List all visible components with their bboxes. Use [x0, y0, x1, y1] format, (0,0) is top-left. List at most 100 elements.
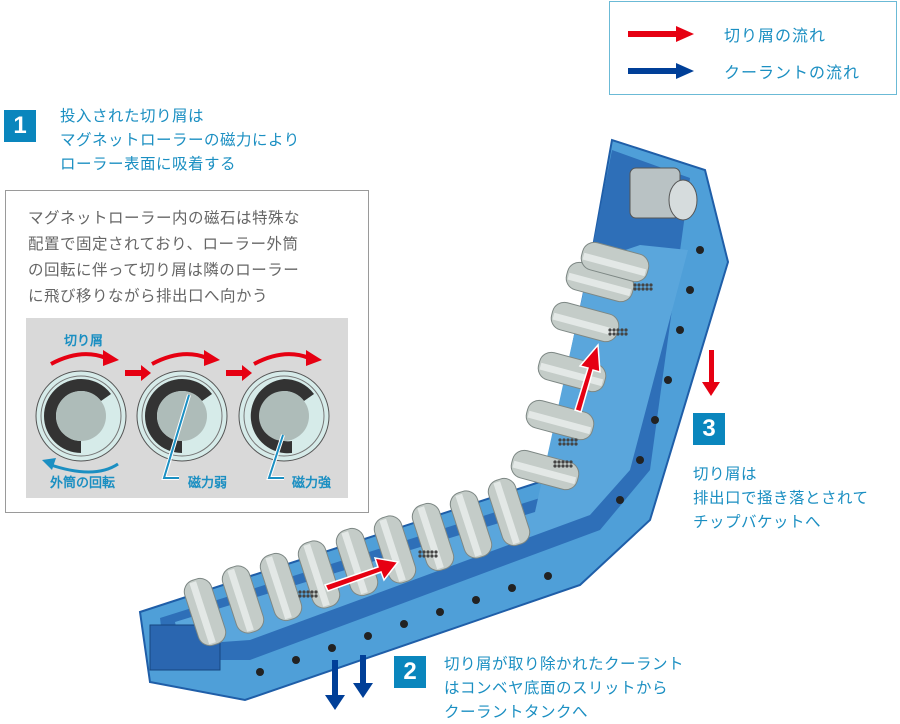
chip-particle	[314, 594, 318, 598]
chip-particle	[641, 283, 645, 287]
chip-particle	[645, 283, 649, 287]
magnet-roller	[183, 577, 227, 647]
chip-particle	[558, 442, 562, 446]
chip-particle	[298, 594, 302, 598]
chip-particle	[553, 464, 557, 468]
explanation-line: 配置で固定されており、ローラー外筒	[28, 235, 299, 253]
strong-pointer	[267, 434, 284, 479]
chip-particle	[649, 283, 653, 287]
legend-coolant-flow: クーラントの流れ	[628, 59, 860, 83]
chip-particle	[566, 438, 570, 442]
chip-particle	[558, 438, 562, 442]
bolt	[616, 496, 624, 504]
chip-arc-arrowhead	[204, 350, 220, 366]
legend-chip-flow-label: 切り屑の流れ	[724, 26, 827, 45]
step-1-line: 投入された切り屑は	[60, 107, 205, 125]
bolt	[292, 656, 300, 664]
outer-rotation-arrowhead	[42, 458, 56, 470]
step-3-badge: 3	[693, 413, 725, 445]
chip-arrow-lower	[323, 557, 400, 592]
explanation-line: の回転に伴って切り屑は隣のローラー	[28, 261, 300, 279]
bolt	[436, 608, 444, 616]
step-2-text: 切り屑が取り除かれたクーラント はコンベヤ底面のスリットから クーラントタンクへ	[444, 652, 684, 724]
conveyor-trough	[160, 150, 690, 660]
chip-arc-arrow	[50, 352, 107, 366]
chip-particle	[645, 287, 649, 291]
chip-particle	[434, 550, 438, 554]
chip-particle	[633, 283, 637, 287]
label-outer-rotation: 外筒の回転	[50, 476, 116, 491]
chip-particle	[310, 594, 314, 598]
weak-pointer	[162, 394, 190, 479]
step-3-text: 切り屑は 排出口で掻き落とされて チップバケットへ	[693, 462, 869, 534]
label-strong: 磁力強	[292, 476, 332, 491]
chip-arrow-discharge	[702, 350, 720, 396]
magnet-roller	[487, 477, 531, 547]
chip-particle	[574, 442, 578, 446]
chip-particle	[637, 283, 641, 287]
legend-chip-flow: 切り屑の流れ	[628, 22, 826, 46]
bolt	[664, 376, 672, 384]
magnet-roller-cross-section	[238, 370, 330, 462]
chip-particle	[298, 590, 302, 594]
chip-particle	[434, 554, 438, 558]
step-1-line: マグネットローラーの磁力により	[60, 131, 300, 149]
chip-particle	[569, 464, 573, 468]
bolt	[676, 326, 684, 334]
chip-particle	[310, 590, 314, 594]
chip-particle	[306, 594, 310, 598]
bolt	[636, 456, 644, 464]
step-2-line: はコンベヤ底面のスリットから	[444, 679, 669, 697]
explanation-text: マグネットローラー内の磁石は特殊な 配置で固定されており、ローラー外筒 の回転に…	[28, 205, 300, 309]
step-3-line: 切り屑は	[693, 465, 758, 483]
motor-cap	[668, 179, 698, 221]
magnet-roller	[550, 301, 620, 343]
roller-diagram-graphic	[35, 350, 330, 480]
chip-particle	[641, 287, 645, 291]
chip-particle	[422, 550, 426, 554]
step-1-text: 投入された切り屑は マグネットローラーの磁力により ローラー表面に吸着する	[60, 104, 300, 176]
chip-particle	[570, 442, 574, 446]
step-3-line: 排出口で掻き落とされて	[693, 489, 869, 507]
chip-particle	[608, 332, 612, 336]
magnet-roller	[373, 515, 417, 584]
coolant-arrow-2	[353, 655, 373, 698]
chip-particle	[612, 332, 616, 336]
chip-particle	[306, 590, 310, 594]
bolt	[328, 644, 336, 652]
step-3-line: チップバケットへ	[693, 513, 822, 531]
chip-particle	[418, 550, 422, 554]
step-2-line: クーラントタンクへ	[444, 703, 589, 721]
bolt	[508, 584, 516, 592]
chip-particle	[633, 287, 637, 291]
step-1-badge: 1	[4, 110, 36, 142]
chip-particle	[557, 460, 561, 464]
chip-particle	[302, 594, 306, 598]
magnet-roller	[510, 449, 580, 491]
chip-particle	[570, 438, 574, 442]
magnet-roller	[580, 241, 650, 283]
roller-diagram: 切り屑 外筒の回転 磁力弱 磁力強	[26, 318, 348, 498]
chip-particle	[314, 590, 318, 594]
chip-particle	[565, 464, 569, 468]
legend-coolant-flow-label: クーラントの流れ	[724, 63, 861, 82]
chip-particle	[430, 554, 434, 558]
chip-particle	[557, 464, 561, 468]
chip-transfer-arrow	[226, 365, 252, 381]
chip-particle	[649, 287, 653, 291]
chip-particle	[561, 464, 565, 468]
chip-particle	[418, 554, 422, 558]
chip-particle	[620, 328, 624, 332]
chip-particle	[566, 442, 570, 446]
label-weak: 磁力弱	[188, 476, 228, 491]
bolt	[544, 572, 552, 580]
label-chips: 切り屑	[64, 334, 104, 349]
chip-transfer-arrow	[125, 365, 151, 381]
step-2-line: 切り屑が取り除かれたクーラント	[444, 655, 685, 673]
legend: 切り屑の流れ クーラントの流れ	[609, 1, 897, 95]
bolt	[256, 668, 264, 676]
chip-particle	[426, 550, 430, 554]
magnet-roller	[221, 565, 265, 634]
